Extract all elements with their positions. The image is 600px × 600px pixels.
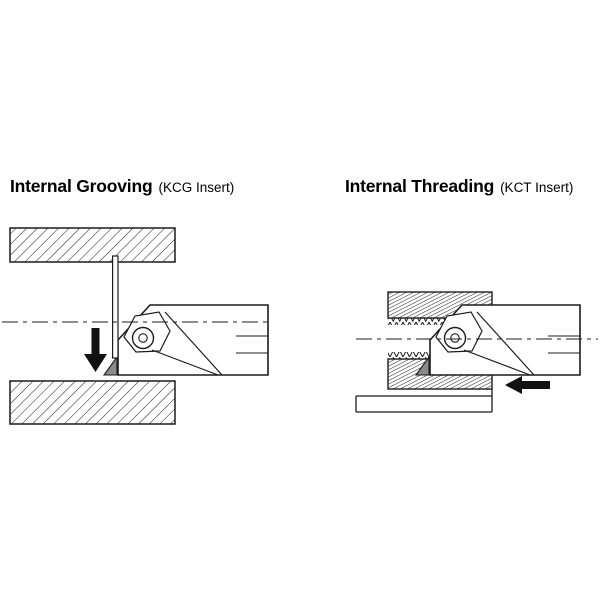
grooving-diagram <box>2 227 272 425</box>
workpiece-top-wall <box>9 227 176 263</box>
workpiece-outline-lines <box>355 389 493 413</box>
threading-subtitle: (KCT Insert) <box>500 180 574 195</box>
threading-caption: Internal Threading (KCT Insert) <box>345 176 573 197</box>
grooving-title: Internal Grooving <box>10 176 153 196</box>
grooving-subtitle: (KCG Insert) <box>158 180 235 195</box>
workpiece-bottom-wall <box>9 380 176 425</box>
grooving-blade <box>111 255 119 359</box>
thread-crests-top <box>388 318 492 325</box>
grooving-caption: Internal Grooving (KCG Insert) <box>10 176 234 197</box>
threading-diagram <box>355 291 598 413</box>
feed-left-arrow-icon <box>505 376 550 394</box>
feed-down-arrow-icon <box>84 328 107 372</box>
threading-title: Internal Threading <box>345 176 495 196</box>
machining-diagram-svg <box>2 227 598 425</box>
grooving-tool <box>103 304 269 376</box>
